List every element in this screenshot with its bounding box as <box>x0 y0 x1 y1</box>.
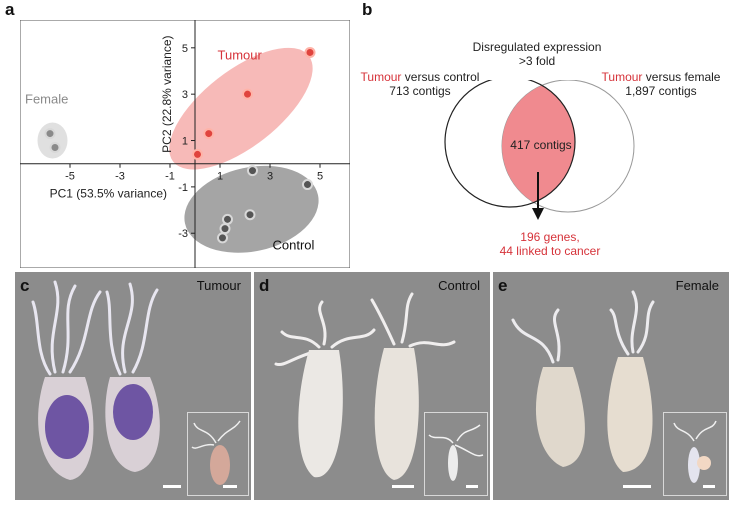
control-body-2 <box>374 348 419 480</box>
venn-overlap-region <box>502 80 575 207</box>
tumour-group-ellipse <box>169 47 313 170</box>
photo-tumour-label: Tumour <box>196 278 241 293</box>
female-group-label: Female <box>25 91 68 106</box>
tumour-scale-bar <box>163 485 181 488</box>
panel-letter-e: e <box>498 276 508 295</box>
tumour-inset-scale-bar <box>223 485 237 488</box>
data-point-control <box>244 209 256 221</box>
venn-title: Disregulated expression >3 fold <box>462 40 612 68</box>
data-point-control <box>219 223 231 235</box>
photo-control: Control <box>254 272 490 500</box>
y-tick-label: 3 <box>182 89 188 101</box>
data-point-tumour <box>242 88 253 100</box>
data-point-control <box>222 213 233 225</box>
data-point-tumour <box>192 148 203 160</box>
control-tentacles <box>274 292 456 367</box>
y-axis-label: PC2 (22.8% variance) <box>160 35 174 152</box>
control-hydra-illustration <box>274 292 456 480</box>
venn-overlap-count: 417 contigs <box>510 138 572 152</box>
female-group-ellipse <box>37 122 68 159</box>
venn-left-word: Tumour <box>360 70 402 84</box>
photo-control-label: Control <box>438 278 480 293</box>
x-tick-label: -3 <box>115 171 125 183</box>
x-tick-label: -1 <box>165 171 175 183</box>
female-inset-hydra <box>673 420 717 483</box>
female-inset <box>663 412 727 496</box>
x-tick-label: 5 <box>317 171 323 183</box>
control-inset-hydra <box>428 424 484 481</box>
venn-right-word: Tumour <box>601 70 643 84</box>
tumour-group-label: Tumour <box>218 47 263 62</box>
female-hydra-illustration <box>511 290 655 472</box>
y-tick-label: 1 <box>182 136 188 148</box>
venn-title-line1: Disregulated expression <box>472 40 602 54</box>
data-point-female <box>49 141 61 153</box>
venn-left-count: 713 contigs <box>389 84 451 98</box>
venn-right-rest: versus female <box>642 70 721 84</box>
venn-arrow-head <box>532 208 544 220</box>
venn-diagram <box>444 80 635 220</box>
venn-result-line2: 44 linked to cancer <box>499 244 601 258</box>
tumour-stain-1 <box>45 395 89 459</box>
panel-letter-d: d <box>259 276 270 295</box>
data-point-tumour <box>304 46 316 58</box>
venn-right-caption: Tumour versus female 1,897 contigs <box>586 70 736 98</box>
tumour-stain-2 <box>113 384 153 440</box>
data-point-control <box>302 179 313 191</box>
y-tick-label: -1 <box>178 182 188 194</box>
photo-tumour: Tumour <box>15 272 251 500</box>
data-point-control <box>247 165 258 177</box>
x-tick-label: 1 <box>217 171 223 183</box>
venn-result-line1: 196 genes, <box>520 230 580 244</box>
tumour-inset <box>187 412 249 496</box>
x-tick-label: -5 <box>65 171 75 183</box>
data-point-female <box>44 128 56 140</box>
female-body-2 <box>607 357 653 472</box>
control-scale-bar <box>392 485 414 488</box>
female-scale-bar <box>623 485 651 488</box>
venn-result: 196 genes, 44 linked to cancer <box>470 230 630 258</box>
female-tentacles <box>511 290 655 364</box>
control-group-label: Control <box>273 237 315 252</box>
control-group-ellipse <box>184 165 319 253</box>
female-inset-scale-bar <box>703 485 715 488</box>
y-tick-label: -3 <box>178 228 188 240</box>
photo-female: Female <box>493 272 729 500</box>
panel-letter-a: a <box>5 0 15 19</box>
venn-right-count: 1,897 contigs <box>625 84 697 98</box>
panel-letter-c: c <box>20 276 30 295</box>
data-point-tumour <box>203 128 215 140</box>
photo-female-label: Female <box>675 278 719 293</box>
y-tick-label: 5 <box>182 43 188 55</box>
data-point-control <box>217 232 228 244</box>
venn-title-line2: >3 fold <box>518 54 556 68</box>
x-tick-label: 3 <box>267 171 273 183</box>
control-inset <box>424 412 488 496</box>
control-inset-scale-bar <box>466 485 478 488</box>
tumour-hydra-illustration <box>31 280 160 480</box>
control-body-1 <box>298 350 343 478</box>
venn-left-caption: Tumour versus control 713 contigs <box>340 70 500 98</box>
venn-left-circle <box>444 80 576 208</box>
panel-letter-b: b <box>362 0 373 19</box>
tumour-inset-hydra <box>191 420 241 485</box>
venn-left-rest: versus control <box>401 70 480 84</box>
x-axis-label: PC1 (53.5% variance) <box>50 187 167 201</box>
female-body-1 <box>535 367 585 467</box>
tumour-tentacles <box>31 280 159 376</box>
